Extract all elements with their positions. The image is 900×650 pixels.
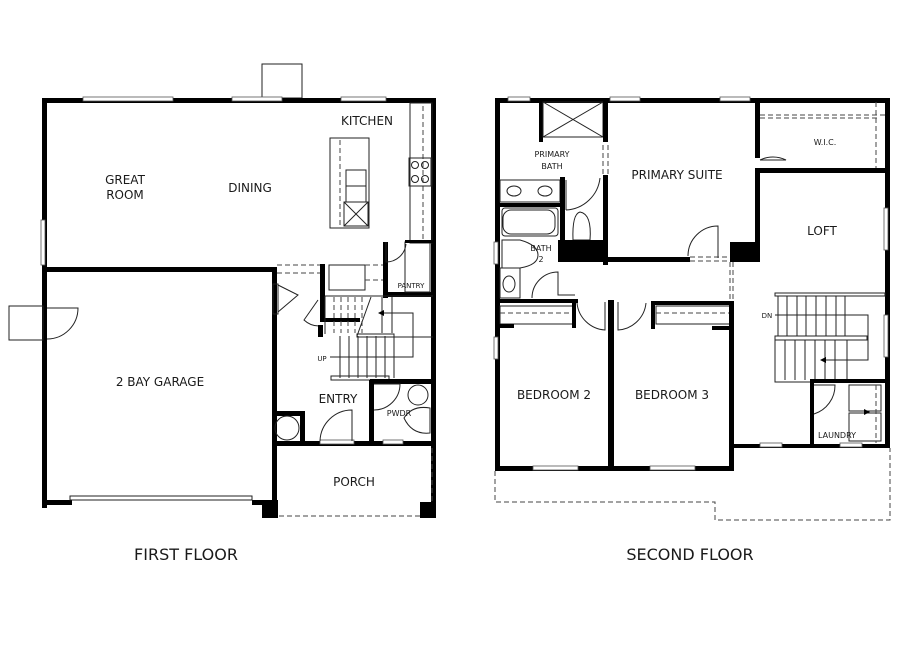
kitchen-counter [409,102,433,244]
room-label-laundry: LAUNDRY [818,431,856,440]
sink [403,407,431,434]
powder-wall [369,380,374,442]
room-label-powder: PWDR [387,409,412,418]
wic-door [759,156,787,161]
first-floor-title: FIRST FLOOR [134,545,238,564]
stairs-up-label: UP [317,355,326,363]
room-label-dining: DINING [228,181,272,195]
cooktop [408,157,432,187]
closet-door [277,284,299,313]
window [82,96,174,102]
bedroom-divider [608,300,614,470]
second-floor-left-wall [495,98,500,471]
laundry-door [813,384,836,415]
room-label-bedroom-3: BEDROOM 3 [635,388,709,402]
room-label-garage: 2 BAY GARAGE [116,375,204,389]
room-label-great-room-2: ROOM [106,188,144,202]
room-label-great-room: GREAT [105,173,145,187]
room-label-entry: ENTRY [319,392,358,406]
stairs-down-label: DN [762,312,773,320]
room-label-bedroom-2: BEDROOM 2 [517,388,591,402]
room-label-primary-suite: PRIMARY SUITE [631,168,722,182]
stairs-second-floor [774,292,886,383]
room-label-bath-2-number: 2 [538,255,543,264]
stairs-first-floor [303,295,433,381]
room-label-primary-bath-2: BATH [541,162,562,171]
room-label-wic: W.I.C. [814,138,837,147]
room-label-loft: LOFT [807,224,837,238]
toilet [407,384,429,406]
window [340,96,387,102]
column [262,500,278,518]
roof-outline [494,448,891,521]
door-swing [46,307,79,340]
second-floor-title: SECOND FLOOR [626,545,753,564]
vanity [499,179,561,203]
powder-wall [370,379,436,384]
room-label-primary-bath: PRIMARY [534,150,569,159]
primary-door [687,225,719,258]
front-door [319,409,353,442]
water-heater [274,415,300,441]
window [40,219,46,266]
first-floor-right-wall [431,98,436,516]
wic-wall [755,168,890,173]
toilet [501,239,539,269]
room-label-kitchen: KITCHEN [341,114,393,128]
dishwasher [343,201,369,227]
first-floor-left-wall [42,98,47,508]
second-floor-right-wall [885,98,890,448]
bathtub [501,207,559,237]
room-label-bath-2: BATH [530,244,551,253]
second-floor-plan: PRIMARY BATH PRIMARY SUITE W.I.C. LOFT B… [493,96,891,521]
room-label-porch: PORCH [333,475,375,489]
exterior-bumpout [261,63,303,99]
kitchen-island [329,137,370,229]
pantry-door [385,242,407,263]
garage-side-stoop [8,305,44,341]
garage-door [69,495,253,501]
hall-wall [320,264,325,319]
bedroom-bottom-wall [495,466,734,471]
garage-right-wall [272,267,277,517]
window [231,96,283,102]
first-floor-plan: KITCHEN GREAT ROOM DINING PANTRY 2 BAY G… [8,63,436,518]
toilet [572,211,591,241]
garage-bottom-wall [42,500,72,505]
room-label-pantry: PANTRY [398,282,425,290]
pantry-wall [383,292,433,297]
column [420,502,436,518]
garage-top-wall [42,267,276,272]
powder-door [373,383,401,411]
second-floor-top-wall [495,98,890,103]
pantry-wall [383,242,388,298]
